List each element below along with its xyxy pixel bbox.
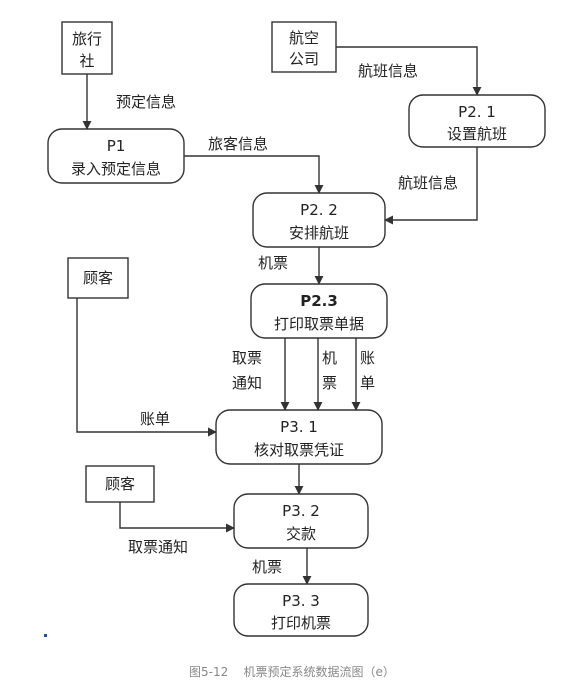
process-p3-1-id: P3. 1 bbox=[280, 418, 318, 436]
customer-entity-2: 顾客 bbox=[85, 465, 155, 503]
process-p3-2-name: 交款 bbox=[286, 525, 316, 543]
customer-2-label: 顾客 bbox=[105, 475, 135, 493]
edge-label-ticket-line-2: 票 bbox=[322, 374, 337, 392]
edge-label-flight-info-1: 航班信息 bbox=[358, 62, 418, 80]
process-p2-3-id: P2.3 bbox=[300, 292, 338, 310]
process-p2-1-name: 设置航班 bbox=[447, 125, 507, 143]
edge-p1-to-p2-2 bbox=[184, 155, 324, 194]
process-p1-name: 录入预定信息 bbox=[71, 160, 161, 178]
edge-label-ticket-1: 机票 bbox=[258, 254, 288, 272]
edge-label-pickup-notice-line-1: 取票 bbox=[232, 349, 262, 367]
edge-label-ticket-2: 机票 bbox=[252, 558, 282, 576]
edge-label-bill-line-1: 账 bbox=[360, 349, 375, 367]
process-p3-1-name: 核对取票凭证 bbox=[254, 441, 344, 459]
edge-label-ticket-line-1: 机 bbox=[322, 349, 337, 367]
travel-agency-label-line-2: 社 bbox=[79, 52, 94, 70]
process-p3-2-id: P3. 2 bbox=[282, 502, 320, 520]
edge-label-bill: 账单 bbox=[140, 410, 170, 428]
process-p2-3: P2.3 打印取票单据 bbox=[250, 283, 388, 339]
edge-customer-1-to-p3-1 bbox=[76, 298, 217, 437]
process-p3-3-name: 打印机票 bbox=[271, 614, 331, 632]
edge-customer-2-to-p3-2 bbox=[119, 502, 235, 533]
edge-label-bill-line-2: 单 bbox=[360, 374, 375, 392]
process-p2-1: P2. 1 设置航班 bbox=[408, 94, 546, 148]
process-p2-2-name: 安排航班 bbox=[289, 224, 349, 242]
process-p2-2-id: P2. 2 bbox=[300, 201, 338, 219]
process-p3-2: P3. 2 交款 bbox=[233, 493, 369, 549]
travel-agency-entity: 旅行 社 bbox=[61, 21, 113, 75]
process-p2-2: P2. 2 安排航班 bbox=[252, 192, 386, 248]
process-p3-1: P3. 1 核对取票凭证 bbox=[215, 409, 383, 465]
edge-label-booking-info: 预定信息 bbox=[116, 93, 176, 111]
airline-entity: 航空 公司 bbox=[271, 21, 337, 73]
airline-label-line-1: 航空 bbox=[289, 29, 319, 47]
customer-1-label: 顾客 bbox=[83, 269, 113, 287]
process-p1-id: P1 bbox=[107, 137, 126, 155]
figure-caption: 图5-12 机票预定系统数据流图（e） bbox=[189, 664, 395, 679]
travel-agency-label-line-1: 旅行 bbox=[72, 30, 102, 48]
process-p3-3: P3. 3 打印机票 bbox=[233, 583, 369, 637]
process-p2-1-id: P2. 1 bbox=[458, 103, 496, 121]
customer-entity-1: 顾客 bbox=[67, 257, 129, 299]
airline-label-line-2: 公司 bbox=[289, 50, 319, 68]
edge-label-flight-info-2: 航班信息 bbox=[398, 174, 458, 192]
edge-label-pickup-notice: 取票通知 bbox=[128, 538, 188, 556]
edge-label-passenger-info: 旅客信息 bbox=[208, 135, 268, 153]
process-p1: P1 录入预定信息 bbox=[47, 128, 185, 184]
process-p3-3-id: P3. 3 bbox=[282, 592, 320, 610]
process-p2-3-name: 打印取票单据 bbox=[274, 315, 364, 333]
edge-airline-to-p2-1 bbox=[336, 46, 482, 96]
edge-label-pickup-notice-line-2: 通知 bbox=[232, 374, 262, 392]
edge-p2-1-to-p2-2 bbox=[384, 147, 478, 225]
stray-dot bbox=[44, 634, 47, 637]
